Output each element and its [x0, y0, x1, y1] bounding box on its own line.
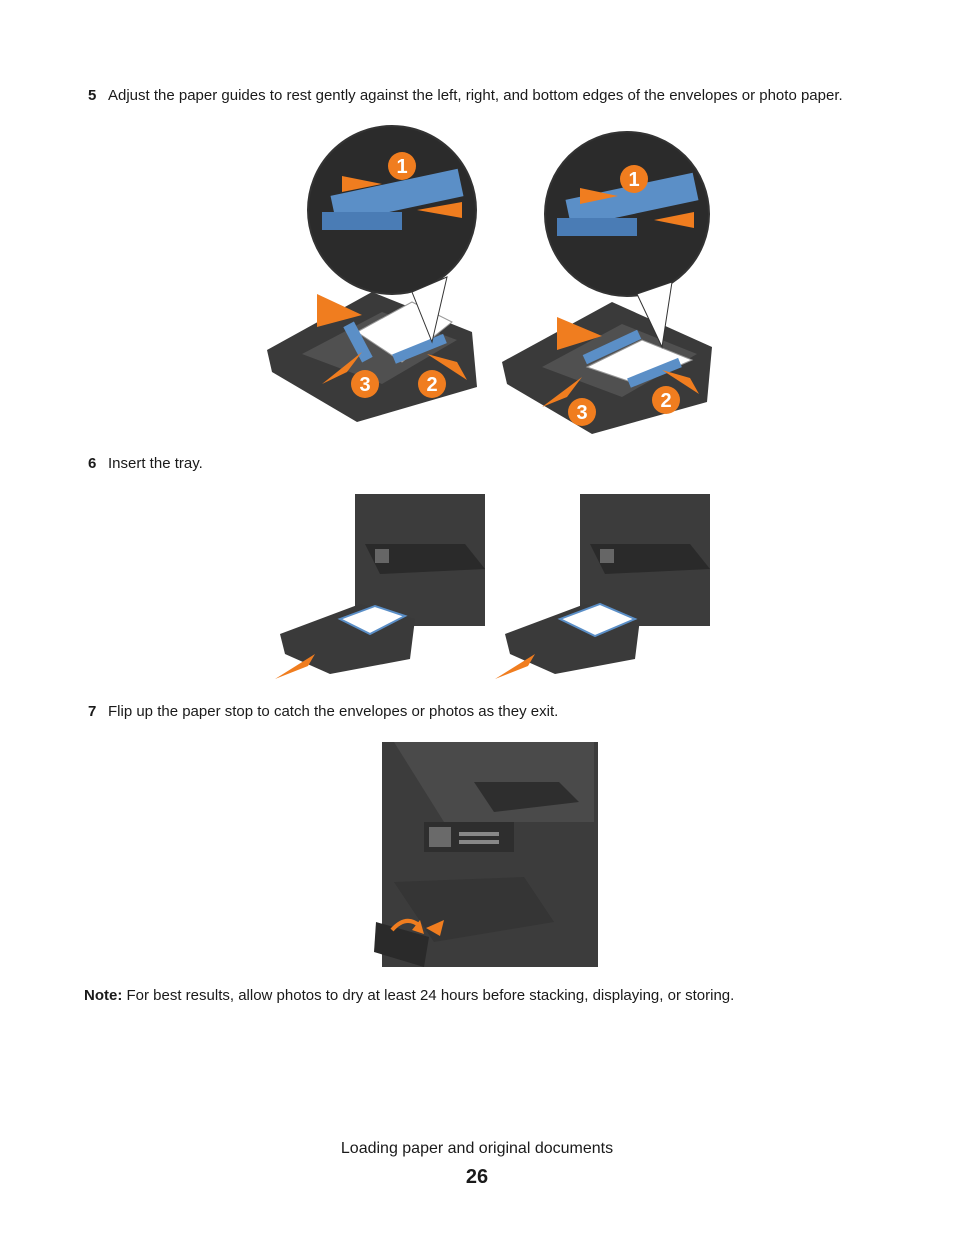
arrow-icon: [322, 352, 362, 384]
step-7: 7 Flip up the paper stop to catch the env…: [88, 703, 558, 721]
step-number: 5: [88, 87, 97, 104]
arrow-icon: [662, 370, 699, 394]
left-zoom-bubble: 1: [307, 125, 477, 344]
right-tray: [502, 302, 712, 434]
left-tray: [267, 292, 477, 422]
step-number: 7: [88, 703, 97, 720]
callout-2: 2: [426, 374, 437, 396]
step-5: 5 Adjust the paper guides to rest gently …: [88, 87, 843, 105]
insert-tray-illustration: [275, 494, 710, 679]
footer-title: Loading paper and original documents: [340, 1140, 614, 1157]
callout-1: 1: [396, 156, 407, 178]
printer-right: [495, 494, 710, 679]
step-text: Flip up the paper stop to catch the enve…: [108, 703, 559, 720]
arrow-icon: [275, 654, 315, 679]
arrow-icon: [317, 294, 362, 327]
callout-3: 3: [359, 374, 370, 396]
paper-guide-illustration: 1 3 2 1 3 2: [267, 125, 712, 434]
callout-1: 1: [628, 169, 639, 191]
arrow-icon: [542, 377, 582, 407]
arrow-icon: [426, 920, 444, 936]
callout-2: 2: [660, 390, 671, 412]
callout-3: 3: [576, 402, 587, 424]
arrow-icon: [495, 654, 535, 679]
printer-left: [275, 494, 485, 679]
step-6: 6 Insert the tray.: [88, 455, 203, 473]
step-text: Insert the tray.: [108, 455, 203, 472]
step-text: Adjust the paper guides to rest gently a…: [108, 87, 843, 104]
step-number: 6: [88, 455, 97, 472]
page-number: 26: [465, 1166, 489, 1188]
paper-stop-illustration: [374, 742, 598, 967]
note: Note: For best results, allow photos to …: [84, 987, 734, 1004]
note-text: For best results, allow photos to dry at…: [122, 987, 735, 1004]
right-zoom-bubble: 1: [544, 131, 710, 349]
arrow-icon: [427, 354, 467, 380]
arrow-icon: [412, 920, 424, 934]
arrow-icon: [557, 317, 602, 350]
note-label: Note:: [84, 987, 123, 1004]
